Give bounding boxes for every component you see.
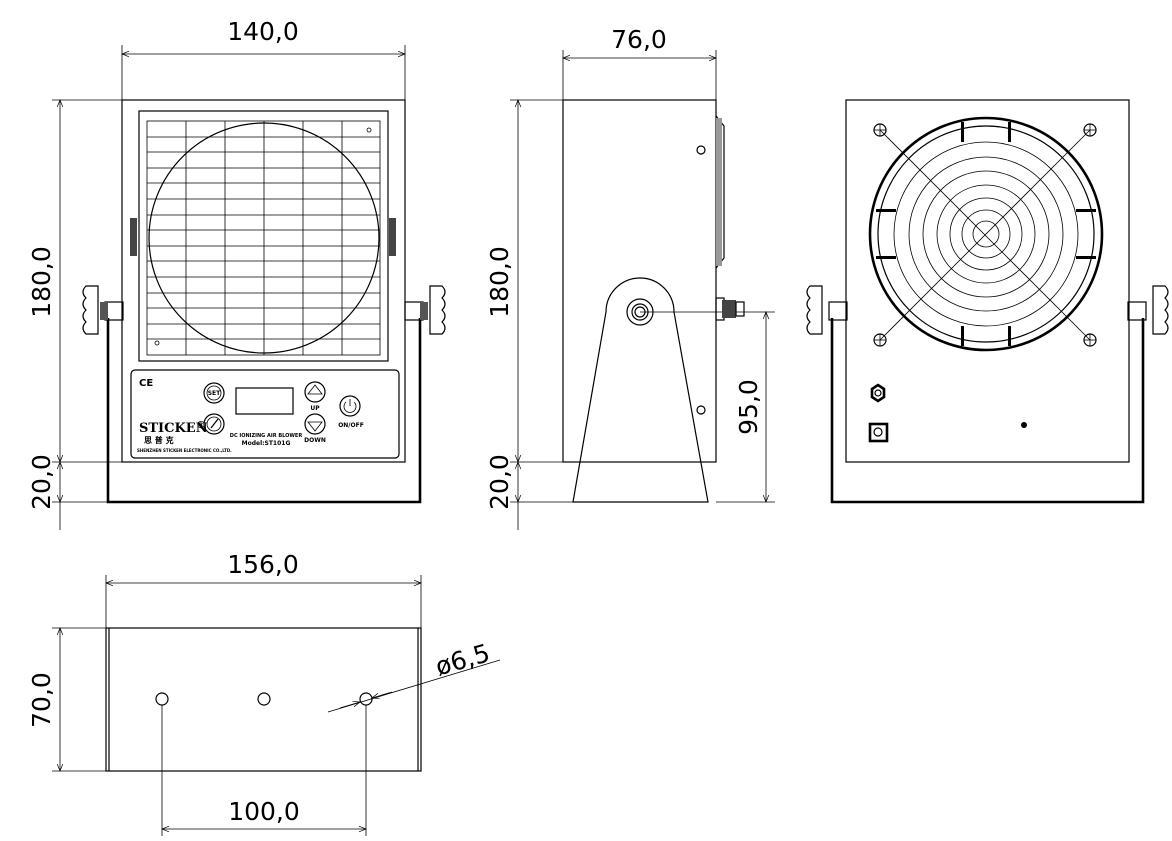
back-cable-gland bbox=[870, 383, 886, 403]
base-depth-label: 70,0 bbox=[27, 672, 56, 728]
front-grille bbox=[146, 120, 381, 356]
control-panel bbox=[130, 369, 400, 459]
back-left-knob bbox=[806, 285, 848, 335]
base-plate bbox=[105, 627, 422, 772]
front-grille-frame bbox=[138, 110, 389, 362]
registered-mark: ® bbox=[196, 420, 206, 431]
hole-spacing-dimension: 100,0 bbox=[161, 705, 367, 836]
front-grille-lines bbox=[147, 121, 380, 355]
front-right-knob bbox=[404, 285, 446, 335]
base-width-label: 156,0 bbox=[227, 550, 299, 579]
power-button[interactable]: ON/OFF bbox=[338, 395, 364, 429]
front-left-tab bbox=[130, 218, 137, 256]
side-screw bbox=[696, 405, 706, 415]
chinese-name: 思 普 克 bbox=[144, 435, 174, 445]
front-right-tab bbox=[389, 218, 396, 256]
front-view: 140,0 180,0 20,0 bbox=[27, 17, 446, 530]
back-fan-guard-rings bbox=[893, 141, 1079, 327]
power-label: ON/OFF bbox=[338, 422, 364, 429]
back-fan-ring bbox=[877, 125, 1095, 343]
ce-mark: CE bbox=[139, 378, 153, 389]
base-width-dimension: 156,0 bbox=[105, 550, 422, 628]
front-screw-dot bbox=[154, 340, 160, 346]
digital-display bbox=[235, 387, 294, 415]
side-fan-guard-fill bbox=[716, 118, 722, 266]
back-stand-bracket bbox=[830, 318, 1145, 504]
brand-name: STICKEN bbox=[139, 421, 208, 436]
hole-spacing-label: 100,0 bbox=[228, 797, 300, 826]
back-mount-screws bbox=[873, 123, 1097, 347]
front-width-label: 140,0 bbox=[227, 17, 299, 46]
front-height-label: 180,0 bbox=[27, 246, 56, 318]
back-guard-spoke bbox=[879, 129, 1091, 341]
down-button[interactable]: DOWN bbox=[304, 413, 326, 444]
front-left-knob bbox=[82, 285, 124, 335]
side-stand-label: 20,0 bbox=[485, 454, 514, 510]
back-indicator-hole bbox=[1021, 422, 1027, 428]
back-guard-clips bbox=[876, 122, 1096, 346]
side-stand-dimension: 20,0 bbox=[485, 454, 573, 530]
front-housing bbox=[121, 99, 406, 463]
side-stand-bracket bbox=[572, 277, 709, 503]
front-stand-dimension: 20,0 bbox=[27, 454, 110, 530]
side-pivot-knob-inner bbox=[631, 303, 649, 321]
product-name: DC IONIZING AIR BLOWER bbox=[230, 433, 303, 439]
front-height-dimension: 180,0 bbox=[27, 99, 122, 463]
hole-diameter-dimension: ø6,5 bbox=[327, 638, 501, 713]
back-fan-ring-outer bbox=[868, 116, 1104, 352]
set-button[interactable]: SET bbox=[203, 382, 225, 404]
front-screw-dot bbox=[366, 127, 372, 133]
side-depth-label: 76,0 bbox=[611, 25, 667, 54]
back-view bbox=[806, 99, 1169, 504]
set-label: SET bbox=[208, 390, 221, 397]
side-pivot-knob-core bbox=[634, 306, 646, 318]
base-depth-dimension: 70,0 bbox=[27, 627, 106, 772]
back-housing bbox=[845, 99, 1130, 463]
side-pivot-label: 95,0 bbox=[734, 379, 763, 435]
up-button[interactable]: UP bbox=[304, 381, 326, 412]
hole-diameter-label: ø6,5 bbox=[432, 638, 493, 681]
front-width-dimension: 140,0 bbox=[121, 17, 406, 100]
company-name: SHENZHEN STICKEN ELECTRONIC CO.,LTD. bbox=[137, 448, 232, 453]
base-mount-hole bbox=[155, 692, 169, 706]
side-housing bbox=[562, 99, 717, 463]
model-number: Model:ST101G bbox=[242, 440, 291, 447]
front-fan-ring bbox=[148, 122, 380, 354]
side-pivot-knob bbox=[626, 298, 654, 326]
base-mount-hole bbox=[257, 692, 271, 706]
side-screw bbox=[696, 145, 706, 155]
front-stand-bracket bbox=[106, 318, 422, 504]
side-height-label: 180,0 bbox=[485, 246, 514, 318]
side-connector bbox=[715, 297, 745, 321]
side-depth-dimension: 76,0 bbox=[562, 25, 717, 100]
back-power-jack bbox=[868, 422, 889, 443]
ion-balance-knob[interactable] bbox=[203, 413, 225, 435]
side-height-dimension: 180,0 bbox=[485, 99, 563, 463]
front-stand-label: 20,0 bbox=[27, 454, 56, 510]
side-pivot-dimension: 95,0 bbox=[640, 311, 775, 503]
back-right-knob bbox=[1127, 285, 1169, 335]
up-label: UP bbox=[310, 405, 320, 412]
base-view: 156,0 70,0 100,0 ø6,5 bbox=[27, 550, 501, 836]
down-label: DOWN bbox=[304, 437, 326, 444]
side-view: 76,0 180,0 20,0 95,0 bbox=[485, 25, 775, 530]
